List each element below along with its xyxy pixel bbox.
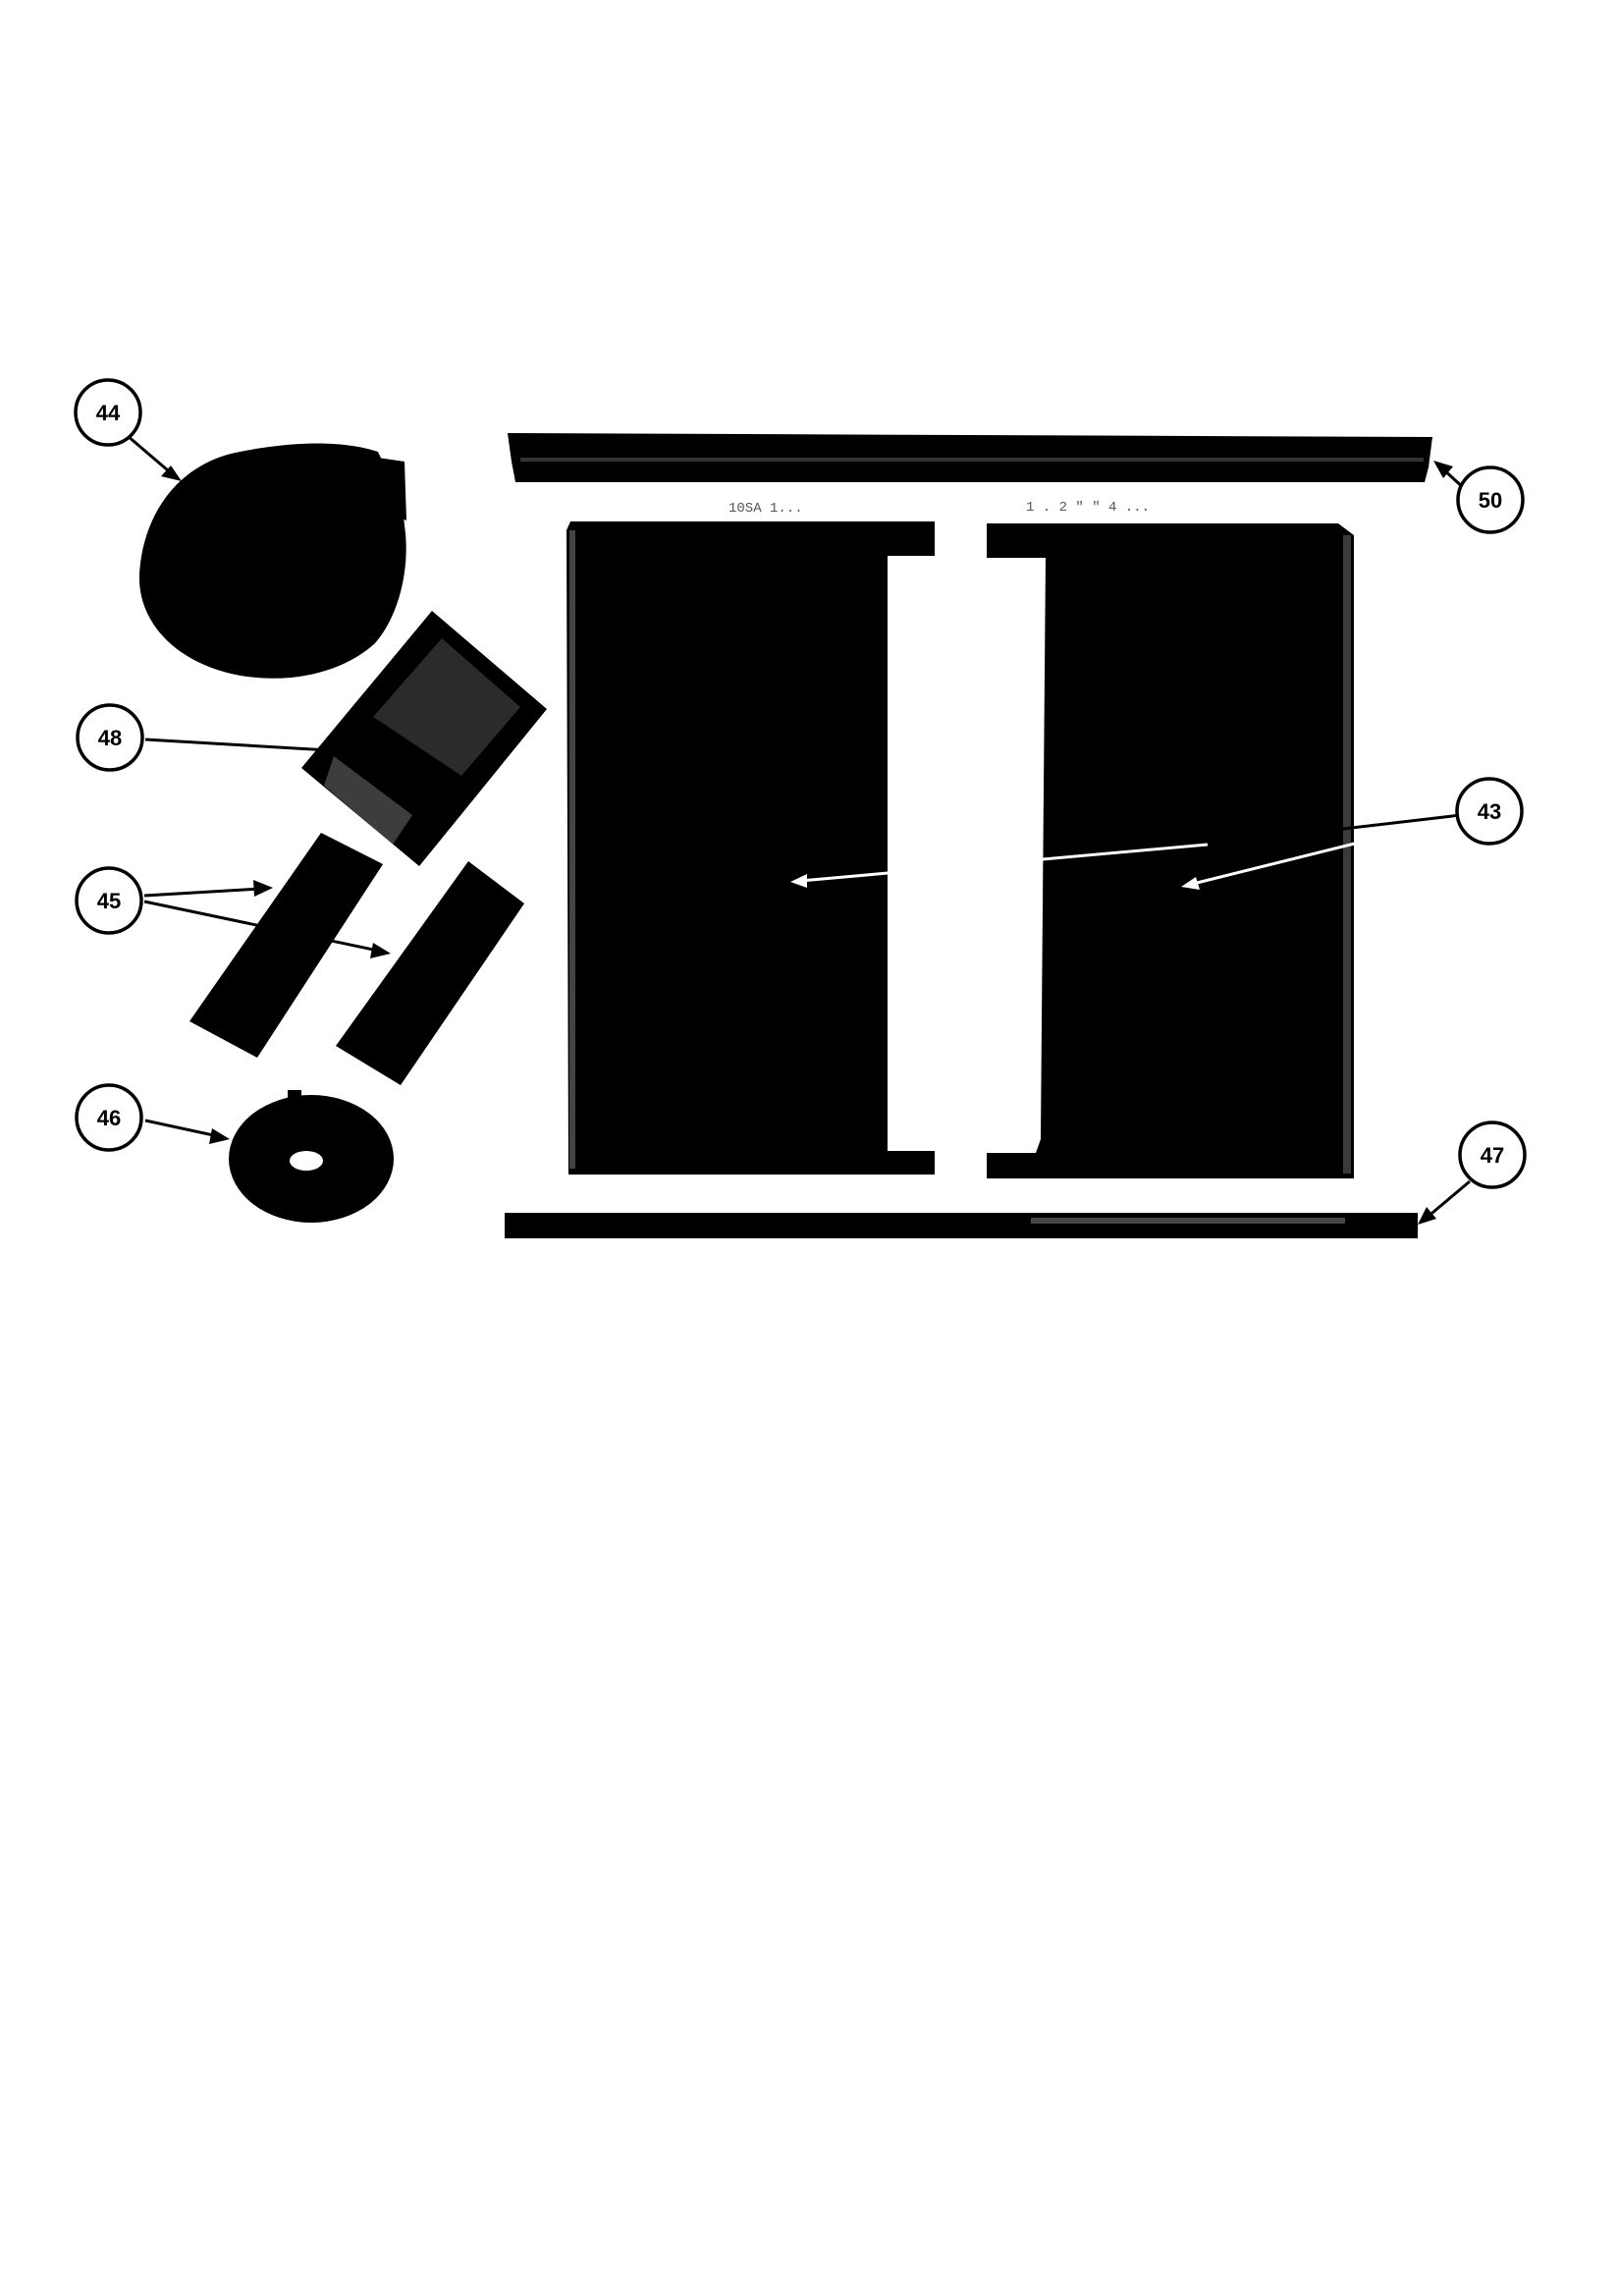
top-rail-part-50: [508, 433, 1432, 482]
callout-47-label: 47: [1481, 1143, 1504, 1168]
arrowhead-icon: [339, 744, 358, 760]
callout-50-label: 50: [1479, 488, 1502, 513]
foam-block-left-part-45: [189, 833, 383, 1058]
arrowhead-icon: [161, 465, 182, 481]
leader-46: [144, 1119, 219, 1138]
left-panel-faint-label: 10SA 1...: [728, 501, 803, 517]
arrowhead-icon: [209, 1128, 230, 1144]
callout-43: 43: [1455, 777, 1524, 846]
callout-47: 47: [1458, 1121, 1527, 1189]
leader-45-b: [143, 900, 379, 953]
leader-47: [1426, 1179, 1471, 1220]
callout-44: 44: [74, 378, 142, 447]
callout-45-label: 45: [97, 889, 121, 913]
callout-50: 50: [1456, 465, 1525, 534]
leader-43-left: [799, 843, 1209, 883]
callout-46-label: 46: [97, 1106, 121, 1130]
arrowhead-icon: [1181, 877, 1200, 890]
foam-block-right-part-45: [336, 861, 524, 1085]
small-roll-part-46: [229, 1090, 394, 1223]
callout-48: 48: [76, 703, 144, 772]
leader-45-a: [143, 887, 261, 898]
left-panel-part-43: [566, 521, 935, 1175]
arrowhead-icon: [253, 880, 273, 897]
right-panel-faint-label: 1 . 2 " " 4 ...: [1026, 500, 1150, 516]
callout-45: 45: [75, 866, 143, 935]
arrowhead-icon: [1433, 461, 1453, 478]
right-panel-part-43: [987, 523, 1354, 1178]
arrowhead-icon: [790, 874, 807, 888]
callout-46: 46: [75, 1083, 143, 1152]
arrowhead-icon: [370, 943, 391, 958]
leader-48: [144, 738, 347, 753]
bottom-rail-part-47: [505, 1213, 1418, 1238]
leader-43-right: [1192, 815, 1462, 886]
callout-48-label: 48: [98, 726, 122, 750]
tape-roll-part-44: [138, 443, 406, 679]
callout-43-label: 43: [1478, 799, 1501, 824]
arrowhead-icon: [1418, 1207, 1436, 1225]
hardware-bag-part-48: [301, 611, 547, 866]
leader-43-join: [1207, 813, 1462, 847]
callout-44-label: 44: [96, 401, 121, 425]
